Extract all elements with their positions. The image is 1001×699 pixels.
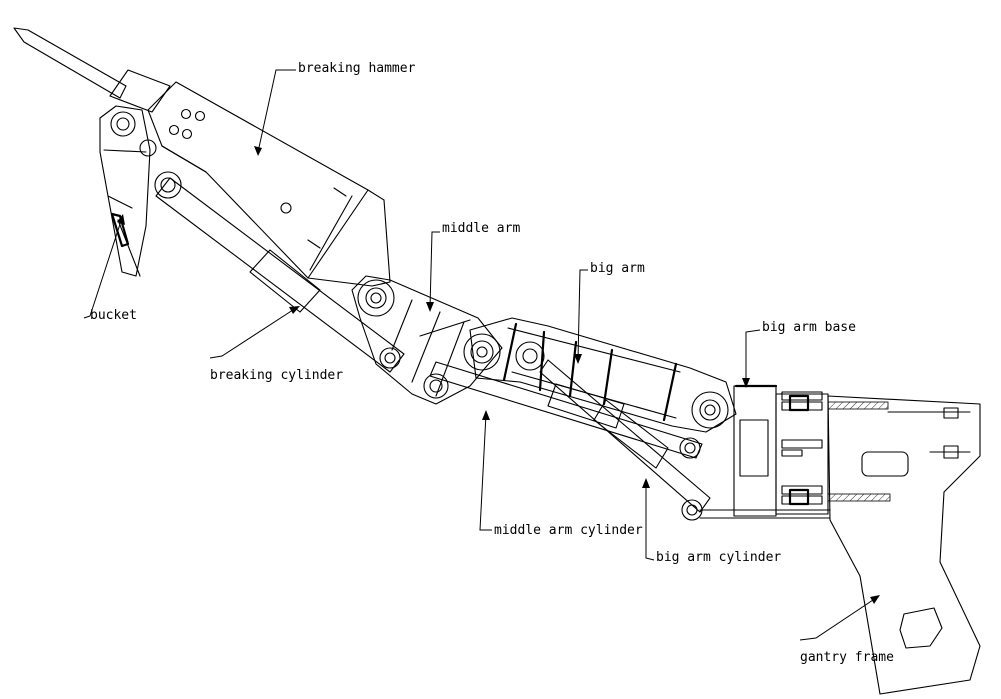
label-breaking-hammer: breaking hammer <box>298 61 416 76</box>
big-arm <box>463 317 737 433</box>
label-big-arm-base: big arm base <box>762 320 856 335</box>
hammer-body <box>147 81 391 287</box>
label-middle-arm: middle arm <box>442 221 520 236</box>
middle-arm <box>351 275 503 405</box>
big-arm-base <box>733 384 829 517</box>
label-breaking-cylinder: breaking cylinder <box>210 368 343 383</box>
annotation-leaders <box>83 69 880 641</box>
breaking-cylinder <box>154 171 405 373</box>
hammer-front-head <box>109 69 171 113</box>
big-arm-cylinder <box>539 359 831 521</box>
gantry-frame <box>827 395 981 695</box>
label-big-arm: big arm <box>590 261 645 276</box>
label-bucket: bucket <box>90 308 137 323</box>
label-big-arm-cylinder: big arm cylinder <box>656 550 781 565</box>
hammer-chisel <box>13 27 127 99</box>
label-gantry-frame: gantry frame <box>800 650 894 665</box>
annotation-labels: breaking hammer middle arm big arm big a… <box>90 61 894 665</box>
breaking-hammer <box>13 27 391 287</box>
big-arm-body <box>469 317 737 433</box>
gantry-frame-plate <box>827 395 981 695</box>
middle-arm-body <box>351 275 503 405</box>
label-middle-arm-cylinder: middle arm cylinder <box>494 523 643 538</box>
bucket <box>99 105 157 277</box>
middle-arm-cylinder <box>429 361 703 459</box>
bucket-body <box>99 105 151 277</box>
